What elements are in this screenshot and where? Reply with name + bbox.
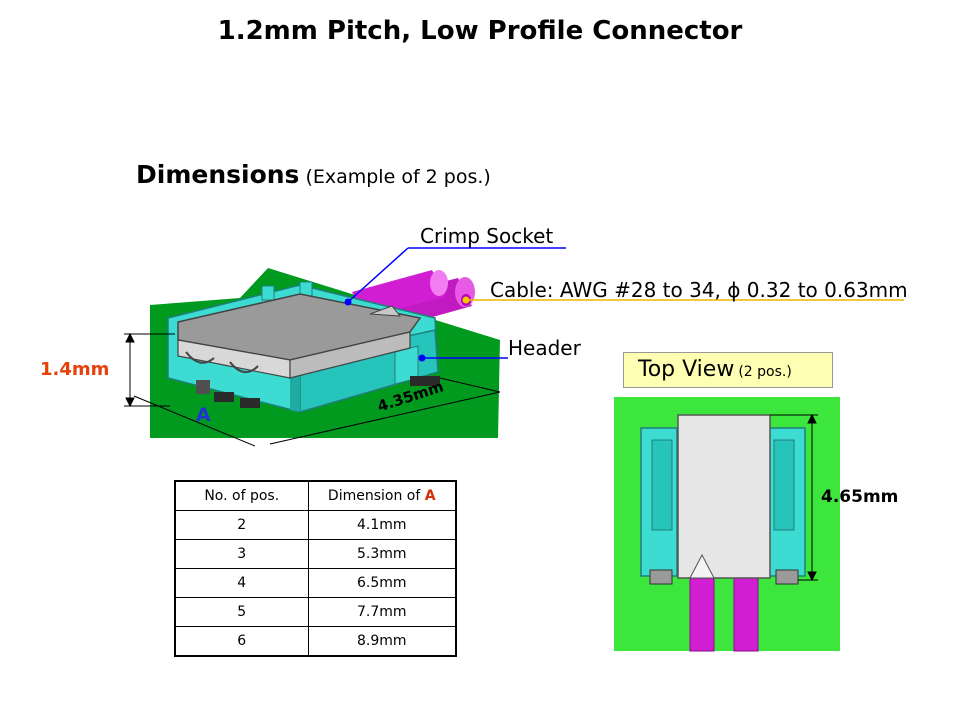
isometric-view: [124, 247, 904, 447]
table-cell: 3: [174, 539, 309, 569]
example-note: (Example of 2 pos.): [305, 166, 491, 188]
height-dimension: [124, 332, 175, 408]
dimension-table: No. of pos. Dimension of A 2 4.1mm 3 5.3…: [174, 480, 457, 657]
height-dimension-label: 1.4mm: [40, 359, 110, 380]
table-cell: 7.7mm: [307, 597, 457, 627]
dimensions-heading: Dimensions: [136, 160, 300, 189]
table-row: 5 7.7mm: [174, 597, 457, 627]
table-cell: 4: [174, 568, 309, 598]
top-view-label-box: Top View(2 pos.): [623, 352, 833, 388]
cable-label: Cable: AWG #28 to 34, ϕ 0.32 to 0.63mm: [490, 278, 908, 302]
table-cell: 6.5mm: [307, 568, 457, 598]
section-heading: Dimensions(Example of 2 pos.): [136, 160, 491, 189]
topview-dimension: [770, 413, 818, 582]
top-view-drawing: [614, 397, 840, 652]
crimp-socket-label: Crimp Socket: [420, 224, 554, 248]
table-cell: 8.9mm: [307, 626, 457, 657]
header-positions: No. of pos.: [174, 480, 309, 511]
callout-leaders: [344, 247, 904, 362]
table-cell: 2: [174, 510, 309, 540]
top-view-label: Top View: [638, 357, 735, 382]
topview-dimension-label: 4.65mm: [821, 487, 899, 507]
table-cell: 5: [174, 597, 309, 627]
contact-feet: [196, 376, 440, 408]
header-dimension: Dimension of A: [307, 480, 457, 511]
table-header-row: No. of pos. Dimension of A: [174, 480, 457, 511]
crimp-socket: [177, 293, 422, 379]
top-view-note: (2 pos.): [738, 364, 792, 380]
table-cell: 4.1mm: [307, 510, 457, 540]
table-row: 2 4.1mm: [174, 510, 457, 540]
header-dimension-text: Dimension of: [327, 488, 425, 504]
table-cell: 5.3mm: [307, 539, 457, 569]
page-title: 1.2mm Pitch, Low Profile Connector: [217, 16, 743, 46]
width-dimension: [133, 395, 256, 447]
depth-dimension: [269, 377, 501, 445]
table-cell: 6: [174, 626, 309, 657]
table-row: 3 5.3mm: [174, 539, 457, 569]
width-ref-label: A: [196, 404, 211, 426]
table-row: 6 8.9mm: [174, 626, 457, 657]
table-row: 4 6.5mm: [174, 568, 457, 598]
header-dimension-ref: A: [424, 488, 436, 504]
header-label: Header: [508, 336, 581, 360]
